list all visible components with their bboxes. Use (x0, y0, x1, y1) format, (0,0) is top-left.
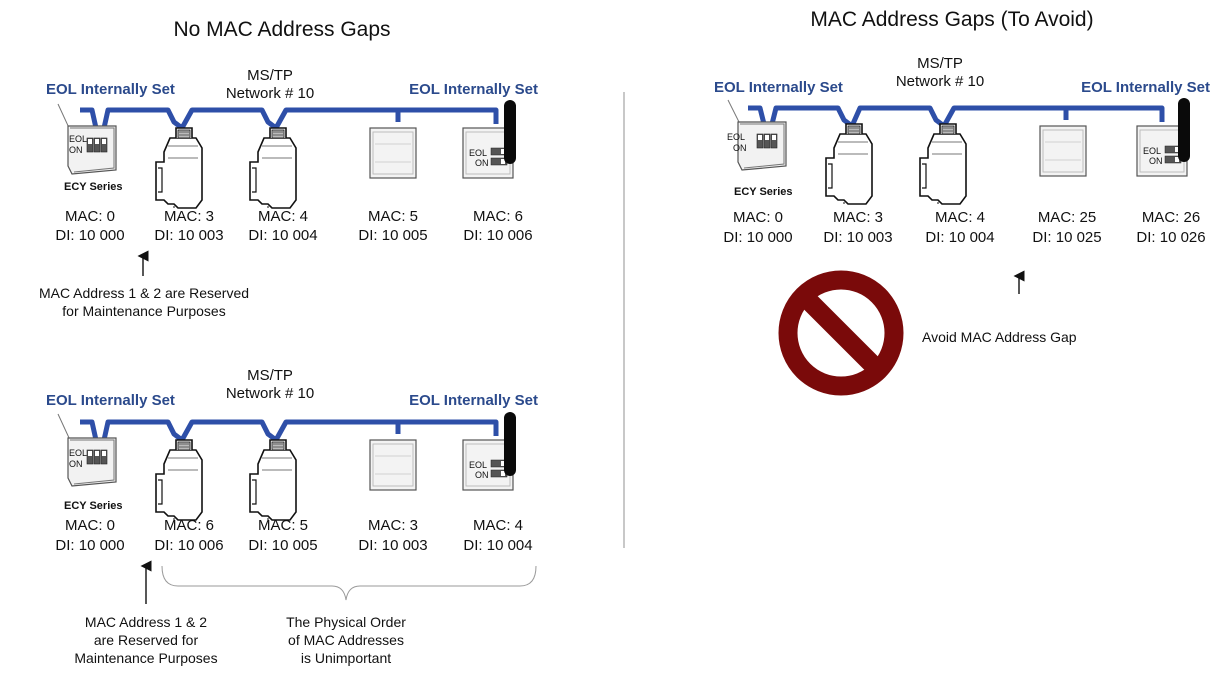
mstp-device-icon (825, 123, 873, 205)
mac-label: MAC: 3 (833, 209, 883, 226)
di-label: DI: 10 025 (1032, 229, 1101, 246)
network-label-line2: Network # 10 (896, 73, 984, 90)
di-label: DI: 10 006 (154, 537, 223, 554)
eol-left-label: EOL Internally Set (714, 79, 843, 96)
network-label-line1: MS/TP (247, 67, 293, 84)
prohibition-icon (778, 270, 904, 396)
reserved-note-line1: MAC Address 1 & 2 are Reserved (39, 285, 249, 301)
ecy-series-label: ECY Series (734, 186, 793, 198)
mac-label: MAC: 0 (65, 208, 115, 225)
mstp-device-icon (249, 439, 297, 521)
eol-left-label: EOL Internally Set (46, 392, 175, 409)
di-label: DI: 10 003 (823, 229, 892, 246)
panel-no-gaps: No MAC Address Gaps MS/TP Network # 10 E… (39, 18, 538, 319)
switch-on-label: ON (69, 145, 83, 155)
title-gaps-to-avoid: MAC Address Gaps (To Avoid) (810, 8, 1093, 31)
network-module-icon (369, 127, 417, 179)
order-note-line3: is Unimportant (301, 650, 391, 666)
reserved-note-line1: MAC Address 1 & 2 (85, 614, 207, 630)
reserved-note-line2: for Maintenance Purposes (62, 303, 225, 319)
eol-right-label: EOL Internally Set (409, 81, 538, 98)
eol-left-label: EOL Internally Set (46, 81, 175, 98)
switch-eol-label: EOL (69, 134, 87, 144)
switch-on-label: ON (733, 143, 747, 153)
eol-right-label: EOL Internally Set (1081, 79, 1210, 96)
mac-label: MAC: 0 (65, 517, 115, 534)
di-label: DI: 10 005 (248, 537, 317, 554)
reserved-note-line2: are Reserved for (94, 632, 199, 648)
mstp-bus-line (80, 107, 499, 131)
di-label: DI: 10 026 (1136, 229, 1205, 246)
mstp-device-icon (919, 123, 967, 205)
order-note-line1: The Physical Order (286, 614, 406, 630)
network-label-line1: MS/TP (917, 55, 963, 72)
mac-label: MAC: 3 (368, 517, 418, 534)
panel-physical-order: MS/TP Network # 10 EOL Internally Set EO… (46, 367, 538, 666)
di-label: DI: 10 000 (55, 537, 124, 554)
ecy-series-label: ECY Series (64, 181, 123, 193)
mac-label: MAC: 5 (368, 208, 418, 225)
mac-label: MAC: 6 (164, 517, 214, 534)
network-label-line1: MS/TP (247, 367, 293, 384)
avoid-gap-label: Avoid MAC Address Gap (922, 329, 1077, 345)
di-label: DI: 10 003 (358, 537, 427, 554)
mac-label: MAC: 26 (1142, 209, 1200, 226)
mac-label: MAC: 25 (1038, 209, 1096, 226)
switch-on-label: ON (1149, 156, 1163, 166)
di-label: DI: 10 000 (723, 229, 792, 246)
di-label: DI: 10 006 (463, 227, 532, 244)
title-no-gaps: No MAC Address Gaps (173, 18, 390, 41)
mstp-device-icon (155, 439, 203, 521)
mac-label: MAC: 4 (935, 209, 985, 226)
di-label: DI: 10 004 (248, 227, 317, 244)
mstp-device-icon (249, 127, 297, 209)
di-label: DI: 10 004 (463, 537, 532, 554)
network-label-line2: Network # 10 (226, 85, 314, 102)
ecy-series-label: ECY Series (64, 500, 123, 512)
eol-right-label: EOL Internally Set (409, 392, 538, 409)
switch-on-label: ON (475, 470, 489, 480)
mac-label: MAC: 5 (258, 517, 308, 534)
panel-gaps-to-avoid: MAC Address Gaps (To Avoid) MS/TP Networ… (714, 8, 1210, 396)
di-label: DI: 10 005 (358, 227, 427, 244)
mac-label: MAC: 4 (473, 517, 523, 534)
switch-eol-label: EOL (69, 448, 87, 458)
switch-on-label: ON (475, 158, 489, 168)
switch-on-label: ON (69, 459, 83, 469)
order-note-line2: of MAC Addresses (288, 632, 404, 648)
di-label: DI: 10 004 (925, 229, 994, 246)
mstp-device-icon (155, 127, 203, 209)
mac-label: MAC: 4 (258, 208, 308, 225)
switch-eol-label: EOL (1143, 146, 1161, 156)
switch-eol-label: EOL (469, 148, 487, 158)
reserved-note-line3: Maintenance Purposes (74, 650, 217, 666)
mac-label: MAC: 3 (164, 208, 214, 225)
di-label: DI: 10 000 (55, 227, 124, 244)
mac-label: MAC: 6 (473, 208, 523, 225)
switch-eol-label: EOL (469, 460, 487, 470)
mac-label: MAC: 0 (733, 209, 783, 226)
network-module-icon (1039, 125, 1087, 177)
mstp-bus-line (80, 419, 499, 443)
switch-eol-label: EOL (727, 132, 745, 142)
di-label: DI: 10 003 (154, 227, 223, 244)
order-brace (161, 565, 537, 601)
network-label-line2: Network # 10 (226, 385, 314, 402)
network-module-icon (369, 439, 417, 491)
